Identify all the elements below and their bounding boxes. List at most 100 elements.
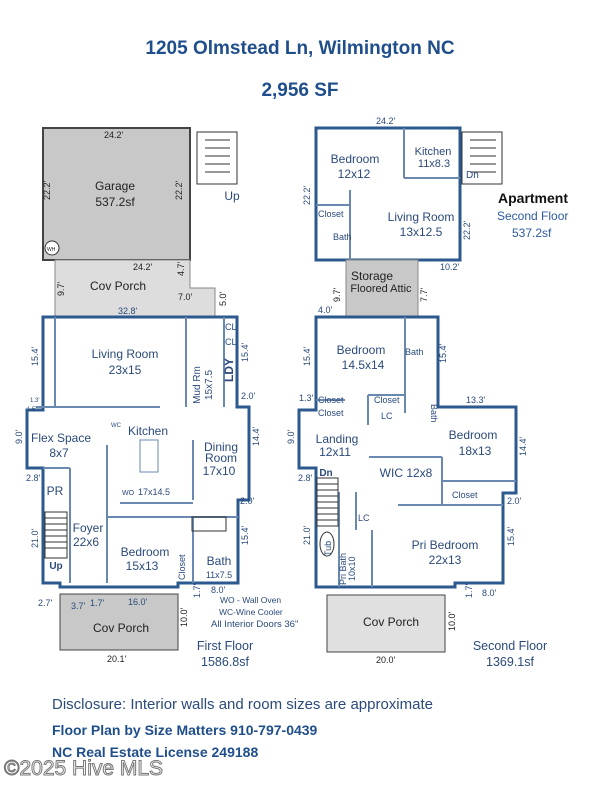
closet-label: Closet: [318, 395, 344, 405]
dim: 1.3': [30, 398, 40, 404]
closet-label: Closet: [318, 408, 344, 418]
dim: 22.2': [174, 180, 184, 200]
closet-label: Closet: [177, 554, 187, 580]
first-floor-stairs-icon: [44, 511, 68, 559]
dim: 2.7': [38, 598, 53, 608]
wall-oven-label: WO: [122, 490, 135, 497]
apartment-label: Apartment: [498, 190, 568, 206]
dim: 32.8': [118, 306, 138, 316]
dim: 21.0': [302, 525, 312, 545]
second-floor-stairs-down: Dn: [319, 468, 332, 479]
dim: 7.7': [419, 287, 429, 302]
tub-icon: [319, 531, 335, 557]
kitchen-label: Kitchen: [128, 424, 168, 438]
apartment-stairs-icon: [461, 131, 503, 185]
living-room-label: Living Room: [92, 347, 159, 361]
bath-label: Bath: [207, 554, 232, 568]
bath-size: 11x7.5: [206, 570, 232, 580]
first-floor-area: 1586.8sf: [201, 655, 249, 669]
dim: 1.7': [90, 598, 105, 608]
primary-bath-size: 10x10: [347, 556, 357, 581]
license-text: NC Real Estate License 249188: [52, 744, 259, 760]
back-porch-label: Cov Porch: [363, 615, 419, 629]
apt-bedroom-size: 12x12: [338, 167, 371, 181]
water-heater-icon: [44, 240, 60, 256]
first-floor-stairs-up: Up: [49, 561, 62, 572]
closet-label: CL: [225, 322, 237, 332]
breezeway-label: Cov Porch: [90, 279, 146, 293]
dim: 24.2': [376, 116, 396, 126]
dim: 15.4': [240, 525, 250, 545]
bedroom-3-label: Bedroom: [449, 428, 498, 442]
dim: 24.2': [104, 130, 124, 140]
closet-label: Closet: [374, 395, 400, 405]
linen-closet-label: LC: [358, 513, 370, 523]
dining-label: Dining: [204, 440, 238, 454]
wine-cooler-label: WC: [111, 423, 122, 429]
flex-space-size: 8x7: [49, 446, 69, 460]
dim: 13.3': [466, 395, 486, 405]
dim: 4.7': [176, 261, 186, 276]
garage-label: Garage: [95, 179, 135, 193]
dim: 1.7': [464, 583, 474, 598]
dim: 1.5': [27, 407, 37, 413]
linen-closet-label: LC: [381, 411, 393, 421]
apt-bath-label: Bath: [333, 232, 352, 242]
foyer-size: 22x6: [73, 535, 99, 549]
dim: 2.8': [298, 473, 313, 483]
bedroom-size: 15x13: [126, 559, 159, 573]
dim: 2.0': [241, 391, 256, 401]
dim: 15.4': [240, 342, 250, 362]
garage-area: 537.2sf: [95, 195, 135, 209]
mud-room-label: Mud Rm: [192, 366, 203, 404]
dim: 24.2': [133, 262, 153, 272]
dim: 16.0': [128, 597, 148, 607]
tub-label: Tub: [323, 541, 333, 556]
note-interior-doors: All Interior Doors 36": [211, 619, 298, 630]
closet-label: CL: [225, 337, 237, 347]
laundry-label: LDY: [222, 358, 236, 382]
dim: 2.0': [507, 496, 522, 506]
dim: 4.0': [318, 305, 333, 315]
storage-sub: Floored Attic: [350, 283, 412, 295]
dim: 10.0': [447, 611, 457, 631]
closet-label: Closet: [452, 490, 478, 500]
front-porch-label: Cov Porch: [93, 621, 149, 635]
wic-label: WIC 12x8: [380, 466, 433, 480]
kitchen-size: 17x14.5: [138, 487, 170, 497]
primary-bath-label: Pri Bath: [338, 553, 348, 585]
primary-bedroom-size: 22x13: [429, 553, 462, 567]
note-wine-cooler: WC-Wine Cooler: [219, 607, 283, 617]
dim: 5.0': [218, 291, 228, 306]
apt-kitchen-label: Kitchen: [415, 146, 452, 158]
dim: 1.7': [192, 583, 202, 598]
storage-label: Storage: [351, 269, 393, 283]
water-heater-label: WH: [47, 247, 56, 253]
bedroom-3-size: 18x13: [459, 444, 492, 458]
apt-living-label: Living Room: [388, 210, 455, 224]
shower-icon: [191, 516, 227, 532]
dim: 9.7': [332, 287, 342, 302]
dim: 22.2': [462, 220, 472, 240]
flex-space-label: Flex Space: [31, 431, 91, 445]
second-floor-outline: [297, 315, 518, 589]
dim: 22.2': [42, 180, 52, 200]
property-address: 1205 Olmstead Ln, Wilmington NC: [145, 38, 455, 59]
first-floor-label: First Floor: [197, 639, 253, 653]
apt-stairs-down: Dn: [466, 170, 479, 181]
dim: 2.0': [240, 496, 255, 506]
primary-bedroom-label: Pri Bedroom: [412, 538, 479, 552]
dim: 2.8': [26, 473, 41, 483]
note-wall-oven: WO - Wall Oven: [220, 595, 281, 605]
bedroom-2-label: Bedroom: [337, 343, 386, 357]
dim: 15.4': [302, 346, 312, 366]
dim: 20.1': [107, 654, 127, 664]
second-floor-area: 1369.1sf: [486, 655, 534, 669]
dim: 9.7': [56, 281, 66, 296]
bath-label: Bath: [405, 347, 424, 357]
landing-label: Landing: [316, 432, 359, 446]
garage-stairs-up: Up: [224, 189, 240, 203]
total-square-feet: 2,956 SF: [261, 80, 339, 101]
foyer-label: Foyer: [73, 521, 104, 535]
